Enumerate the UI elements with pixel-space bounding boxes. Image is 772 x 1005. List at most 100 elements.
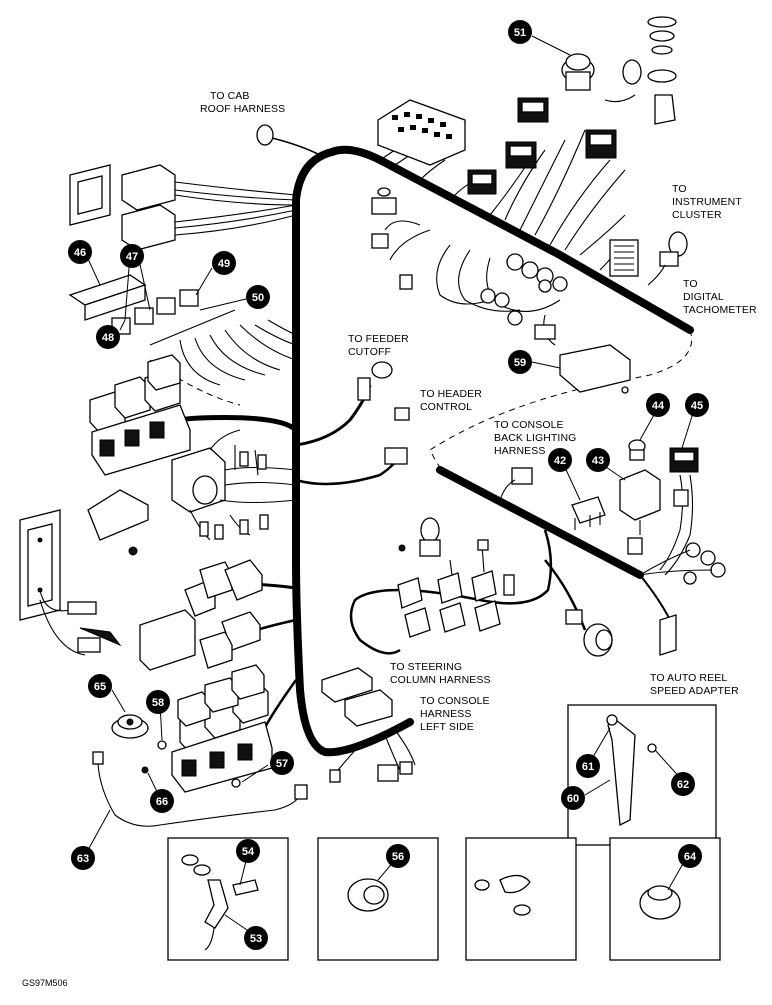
svg-text:TO: TO — [683, 278, 698, 290]
center-switches — [397, 517, 515, 638]
detail-box-64 — [609, 837, 721, 961]
callout-badges: 51 46 47 49 50 48 59 44 45 42 43 65 58 5… — [68, 20, 709, 950]
instrument-cluster-connector — [609, 239, 639, 277]
callout-43: 43 — [586, 448, 610, 472]
svg-text:45: 45 — [691, 400, 703, 412]
label-to-console-back-lighting: TO CONSOLE BACK LIGHTING HARNESS — [494, 419, 576, 457]
callout-56: 56 — [386, 844, 410, 868]
svg-text:66: 66 — [156, 796, 168, 808]
callout-63: 63 — [71, 846, 95, 870]
callout-47: 47 — [120, 244, 144, 268]
svg-text:CONTROL: CONTROL — [420, 401, 472, 413]
tachometer-connector — [647, 231, 688, 286]
svg-text:COLUMN HARNESS: COLUMN HARNESS — [390, 674, 491, 686]
label-to-cab-roof: TO CAB ROOF HARNESS — [200, 90, 285, 115]
right-mid-group — [499, 439, 726, 657]
svg-text:48: 48 — [102, 332, 114, 344]
label-to-feeder-cutoff: TO FEEDER CUTOFF — [348, 333, 409, 358]
indicator-lamps — [480, 253, 568, 326]
callout-64: 64 — [678, 844, 702, 868]
bracket-top — [69, 164, 111, 226]
switch-42 — [571, 496, 606, 530]
svg-text:TO: TO — [672, 183, 687, 195]
svg-text:57: 57 — [276, 758, 288, 770]
callout-65: 65 — [88, 674, 112, 698]
callout-66: 66 — [150, 789, 174, 813]
relays-upper — [89, 354, 191, 476]
svg-text:TO CONSOLE: TO CONSOLE — [494, 419, 564, 431]
left-mid-group — [87, 361, 410, 556]
callout-61: 61 — [576, 754, 600, 778]
svg-text:CLUSTER: CLUSTER — [672, 209, 722, 221]
svg-text:60: 60 — [567, 793, 579, 805]
pushbutton — [371, 187, 413, 290]
wire-bundle-50 — [149, 309, 297, 386]
bracket-60 — [567, 704, 717, 846]
svg-text:BACK LIGHTING: BACK LIGHTING — [494, 432, 576, 444]
back-lighting-connector — [499, 467, 533, 501]
svg-text:TO CONSOLE: TO CONSOLE — [420, 695, 490, 707]
svg-text:64: 64 — [684, 851, 697, 863]
svg-text:TO STEERING: TO STEERING — [390, 661, 462, 673]
svg-text:TO FEEDER: TO FEEDER — [348, 333, 409, 345]
right-lamps — [639, 542, 726, 585]
svg-text:TO AUTO REEL: TO AUTO REEL — [650, 672, 727, 684]
callout-50: 50 — [246, 285, 270, 309]
left-relay-group — [68, 164, 297, 476]
sender-65 — [111, 714, 149, 739]
svg-text:43: 43 — [592, 455, 604, 467]
svg-text:54: 54 — [242, 846, 255, 858]
callout-59: 59 — [508, 350, 532, 374]
svg-text:62: 62 — [677, 779, 689, 791]
small-connectors — [128, 451, 269, 556]
key-switch — [561, 16, 677, 125]
wall-panel — [19, 509, 61, 621]
callout-58: 58 — [146, 690, 170, 714]
switch-cluster — [256, 16, 688, 394]
callout-48: 48 — [96, 325, 120, 349]
callout-42: 42 — [548, 448, 572, 472]
label-to-auto-reel: TO AUTO REEL SPEED ADAPTER — [650, 672, 739, 697]
figure-code: GS97M506 — [22, 978, 68, 988]
steering-connectors — [321, 667, 416, 782]
callout-54: 54 — [236, 839, 260, 863]
svg-text:58: 58 — [152, 697, 164, 709]
callout-53: 53 — [244, 926, 268, 950]
callout-57: 57 — [270, 751, 294, 775]
svg-text:50: 50 — [252, 292, 264, 304]
wire-63 — [92, 744, 361, 827]
relay-43 — [619, 469, 661, 535]
svg-text:ROOF HARNESS: ROOF HARNESS — [200, 103, 285, 115]
svg-text:CUTOFF: CUTOFF — [348, 346, 391, 358]
callout-60: 60 — [561, 786, 585, 810]
cab-roof-connector — [256, 124, 321, 156]
svg-text:61: 61 — [582, 761, 594, 773]
relay-59 — [534, 314, 631, 394]
svg-text:47: 47 — [126, 251, 138, 263]
callout-62: 62 — [671, 772, 695, 796]
svg-text:56: 56 — [392, 851, 404, 863]
svg-text:HARNESS: HARNESS — [420, 708, 471, 720]
diodes-47-49 — [111, 289, 199, 335]
relay-module — [139, 559, 263, 671]
svg-text:63: 63 — [77, 853, 89, 865]
callout-44: 44 — [646, 393, 670, 417]
connector-block-top — [377, 99, 466, 166]
callout-51: 51 — [508, 20, 532, 44]
svg-text:53: 53 — [250, 933, 262, 945]
rocker-switch — [467, 97, 617, 195]
svg-text:46: 46 — [74, 247, 86, 259]
svg-text:59: 59 — [514, 357, 526, 369]
svg-text:INSTRUMENT: INSTRUMENT — [672, 196, 742, 208]
module-wedge — [87, 489, 149, 541]
svg-text:TACHOMETER: TACHOMETER — [683, 304, 757, 316]
diode-bracket-46 — [68, 274, 147, 321]
relays-lower — [171, 664, 273, 793]
callout-49: 49 — [212, 251, 236, 275]
detail-box-56 — [317, 837, 439, 961]
lamp-44 — [628, 439, 646, 461]
svg-text:49: 49 — [218, 258, 230, 270]
label-to-digital-tachometer: TO DIGITAL TACHOMETER — [683, 278, 757, 316]
left-lower-group — [19, 509, 361, 827]
